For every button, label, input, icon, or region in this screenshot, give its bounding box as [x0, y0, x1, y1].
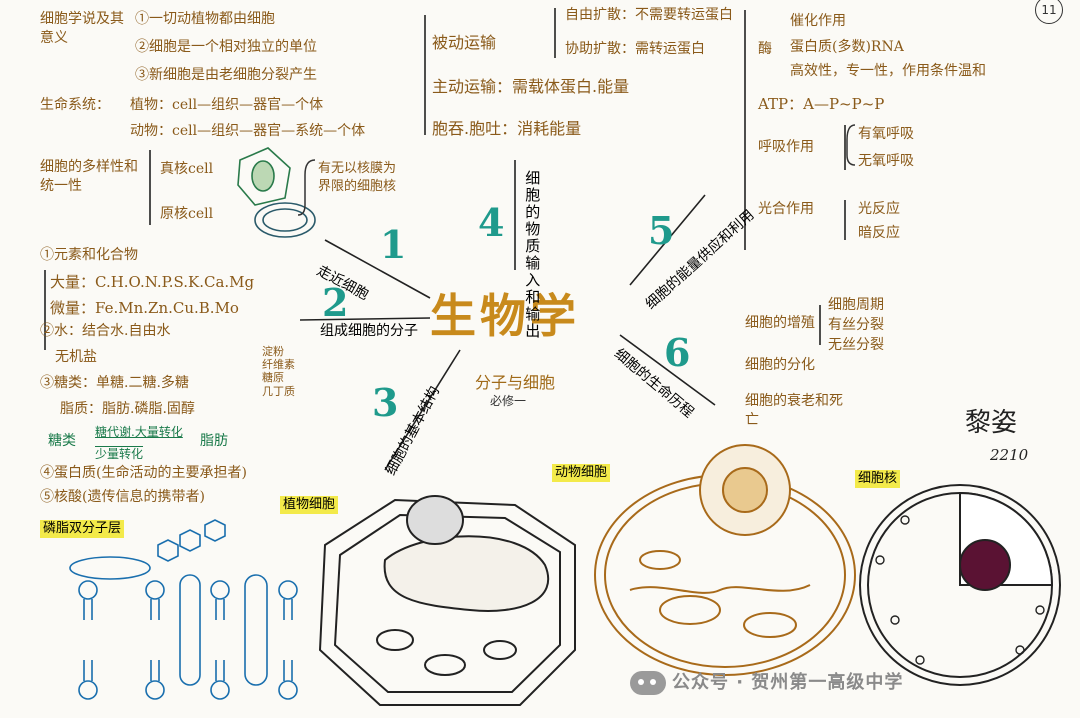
macro-elements: 大量：C.H.O.N.P.S.K.Ca.Mg: [50, 273, 255, 291]
cell-theory-item-3: ③新细胞是由老细胞分裂产生: [135, 67, 317, 83]
starch-note: 淀粉 纤维素 糖原 几丁质: [262, 345, 295, 398]
mitosis: 有丝分裂: [828, 317, 884, 333]
aging-death: 细胞的衰老和死亡: [745, 393, 843, 428]
nucleus-note: 有无以核膜为界限的细胞核: [318, 161, 397, 194]
page-number: 11: [1035, 0, 1063, 24]
water: ②水：结合水.自由水: [40, 323, 171, 339]
inorganic-salt: 无机盐: [55, 349, 97, 365]
subtitle: 分子与细胞: [475, 373, 556, 392]
atp-formula: ATP：A—P~P~P: [758, 95, 885, 113]
bilayer-label: 磷脂双分子层: [40, 520, 125, 538]
diversity-label: 细胞的多样性和统一性: [40, 159, 138, 194]
nucleus-sketch: [859, 484, 1061, 686]
prokaryote-label: 原核cell: [160, 206, 214, 222]
plant-cell-label: 植物细胞: [280, 496, 339, 514]
prokaryote-sketch: [254, 202, 316, 238]
sugar-fat-mid2: 少量转化: [95, 447, 144, 461]
enzyme-nature: 蛋白质(多数)RNA: [790, 39, 904, 55]
sugar-fat-right: 脂肪: [200, 433, 228, 449]
photosynthesis: 光合作用: [758, 201, 814, 217]
aerobic: 有氧呼吸: [858, 126, 914, 142]
branch-1-number: 1: [380, 222, 407, 267]
cell-theory-label: 细胞学说及其意义: [40, 11, 124, 46]
eukaryote-sketch: [237, 147, 291, 206]
dark-reaction: 暗反应: [858, 225, 900, 241]
plant-cell-sketch: [318, 495, 576, 706]
differentiation: 细胞的分化: [745, 357, 815, 373]
eukaryote-label: 真核cell: [160, 161, 214, 177]
branch-2-label: 组成细胞的分子: [320, 323, 418, 339]
proliferation: 细胞的增殖: [745, 315, 815, 331]
respiration: 呼吸作用: [758, 139, 814, 155]
elements-title: ①元素和化合物: [40, 247, 138, 263]
anaerobic: 无氧呼吸: [858, 153, 914, 169]
protein: ④蛋白质(生命活动的主要承担者): [40, 465, 247, 481]
nucleic-acid: ⑤核酸(遗传信息的携带者): [40, 489, 205, 505]
branch-5-number: 5: [648, 208, 675, 253]
branch-4-number: 4: [478, 200, 505, 245]
branch-6-number: 6: [664, 330, 691, 375]
life-levels-animal: 动物：cell—组织—器官—系统—个体: [130, 123, 366, 139]
facilitated-diffusion: 协助扩散：需转运蛋白: [565, 41, 705, 57]
branch-4-label: 细胞的物质输入和输出: [523, 170, 542, 340]
animal-cell-sketch: [594, 444, 856, 676]
main-title: 生物学: [430, 289, 580, 343]
micro-elements: 微量：Fe.Mn.Zn.Cu.B.Mo: [50, 299, 239, 317]
signature-name: 黎姿: [965, 408, 1018, 438]
life-levels-plant: 植物：cell—组织—器官—个体: [130, 97, 324, 113]
light-reaction: 光反应: [858, 201, 900, 217]
enzyme-traits: 高效性，专一性，作用条件温和: [790, 63, 986, 79]
endo-exocytosis: 胞吞.胞吐：消耗能量: [432, 119, 582, 138]
amitosis: 无丝分裂: [828, 337, 884, 353]
sugar-fat-left: 糖类: [48, 433, 76, 449]
nucleus-pores: [875, 515, 1045, 665]
enzyme-label: 酶: [758, 41, 772, 57]
signature-class: 2210: [990, 446, 1029, 464]
subtitle2: 必修一: [490, 394, 527, 408]
lipid: 脂质：脂肪.磷脂.固醇: [60, 401, 195, 417]
watermark-text: 公众号 · 贺州第一高级中学: [672, 672, 904, 693]
passive-transport: 被动运输: [432, 33, 497, 52]
cell-cycle: 细胞周期: [828, 297, 884, 313]
enzyme-role: 催化作用: [790, 13, 846, 29]
sugar-fat-mid1: 糖代谢.大量转化: [95, 425, 183, 439]
nucleus-label: 细胞核: [855, 470, 901, 488]
active-transport: 主动运输：需载体蛋白.能量: [432, 77, 630, 96]
watermark: 公众号 · 贺州第一高级中学: [630, 668, 903, 695]
life-levels-label: 生命系统：: [40, 97, 110, 113]
branch-3-number: 3: [372, 380, 399, 425]
simple-diffusion: 自由扩散：不需要转运蛋白: [565, 7, 733, 23]
sugar: ③糖类：单糖.二糖.多糖: [40, 375, 189, 391]
bilayer-sketch: [69, 519, 298, 700]
branch-2-number: 2: [322, 280, 349, 325]
cell-theory-item-2: ②细胞是一个相对独立的单位: [135, 39, 317, 55]
wechat-icon: [630, 671, 666, 695]
animal-cell-label: 动物细胞: [552, 464, 611, 482]
cell-theory-item-1: ①一切动植物都由细胞: [135, 11, 275, 27]
